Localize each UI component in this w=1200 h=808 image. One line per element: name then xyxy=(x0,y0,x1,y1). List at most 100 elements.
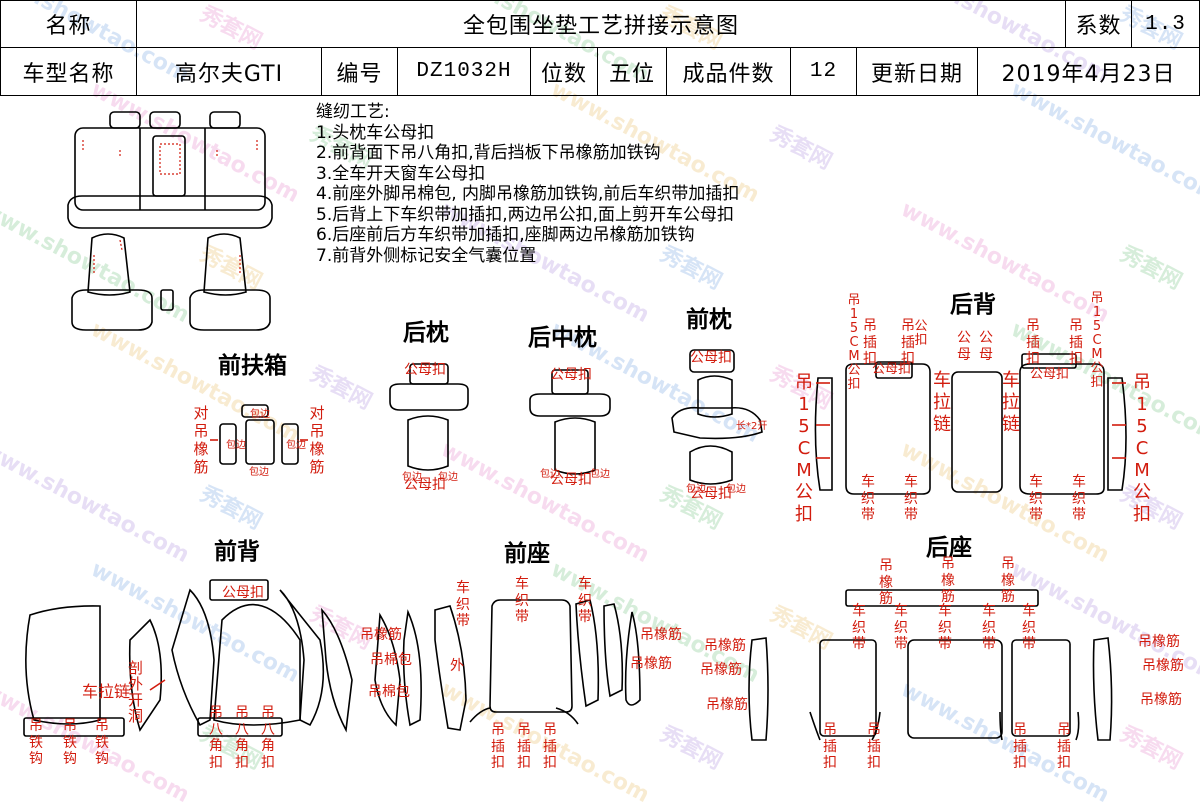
date-label: 更新日期 xyxy=(856,47,978,96)
rear-mid-pillow-pieces xyxy=(529,369,611,475)
header-table: 名称 全包围坐垫工艺拼接示意图 系数 1.3 车型名称 高尔夫GTI 编号 DZ… xyxy=(0,0,1200,96)
annotation-edging: 包边 xyxy=(286,440,306,451)
note-item: 5.后背上下车织带加插扣,两边吊公扣,面上剪开车公母扣 xyxy=(316,204,735,225)
date-value: 2019年4月23日 xyxy=(977,47,1200,96)
annotation-snap: 公母扣 xyxy=(1030,367,1070,382)
annotation-webbing: 车织带 xyxy=(861,474,875,523)
sewing-notes: 缝纫工艺: 1.头枕车公母扣 2.前背面下吊八角扣,背后挡板下吊橡筋加铁钩 3.… xyxy=(316,102,739,266)
annotation-snap: 公母扣 xyxy=(404,362,446,378)
annotation-elastic: 吊橡筋 xyxy=(941,556,955,605)
annotation-elastic: 吊橡筋 xyxy=(1142,658,1184,674)
annotation-webbing: 车织带 xyxy=(894,603,908,652)
annotation-edging: 包边 xyxy=(226,440,246,451)
annotation-octagon-clip: 吊八角扣 xyxy=(209,705,223,771)
annotation-hang-buckle: 吊插扣 xyxy=(517,722,531,771)
annotation-zipper: 车拉链 xyxy=(933,370,951,435)
note-item: 6.后座前后方车织带加插扣,座脚两边吊橡筋加铁钩 xyxy=(316,225,695,245)
annotation-edging: 包边 xyxy=(402,472,422,483)
annotation-edging: 包边 xyxy=(686,484,706,495)
seat-overview-illustration xyxy=(67,111,273,331)
annotation-elastic: 吊橡筋 xyxy=(706,697,748,713)
armrest-pieces xyxy=(219,404,299,465)
annotation-zipper: 车拉链 xyxy=(82,682,131,701)
note-item: 1.头枕车公母扣 xyxy=(316,122,435,143)
annotation-elastic: 吊橡筋 xyxy=(1140,692,1182,708)
annotation-hook: 吊铁钩 xyxy=(29,718,43,767)
annotation-elastic: 吊橡筋 xyxy=(1138,634,1180,650)
annotation-slit: 长*2开 xyxy=(736,421,768,432)
section-title-rear-back: 后背 xyxy=(950,292,996,318)
annotation-hang-buckle: 吊插扣 xyxy=(1026,318,1040,367)
coefficient-label: 系数 xyxy=(1065,0,1132,48)
annotation-hook: 吊铁钩 xyxy=(95,718,109,767)
annotation-elastic: 吊橡筋 xyxy=(879,558,893,607)
annotation-hang-buckle: 吊插扣 xyxy=(867,722,881,771)
rear-seat-pieces xyxy=(748,589,1113,741)
annotation-hang-buckle: 吊插扣 xyxy=(1013,722,1027,771)
annotation-webbing: 车织带 xyxy=(1022,603,1036,652)
annotation-elastic-pair: 对吊橡筋 xyxy=(193,404,209,476)
annotation-snap: 公母扣 xyxy=(550,367,592,383)
annotation-hang-buckle: 吊插扣 xyxy=(863,318,877,367)
annotation-cotton-pad: 吊棉包 xyxy=(370,652,412,668)
annotation-hang-snap: 吊15CM公扣 xyxy=(1090,291,1104,390)
annotation-snap: 公扣 xyxy=(914,319,928,348)
model-value: 高尔夫GTI xyxy=(136,47,322,96)
annotation-snap: 公母扣 xyxy=(222,585,264,601)
seats-value: 五位 xyxy=(597,47,667,96)
notes-heading: 缝纫工艺: xyxy=(316,102,390,122)
annotation-cotton-pad: 吊棉包 xyxy=(368,684,410,700)
annotation-elastic-pair: 对吊橡筋 xyxy=(309,404,325,476)
note-item: 2.前背面下吊八角扣,背后挡板下吊橡筋加铁钩 xyxy=(316,143,661,163)
annotation-snap: 公母扣 xyxy=(872,362,912,377)
annotation-webbing: 车织带 xyxy=(515,576,529,625)
note-item: 4.前座外脚吊棉包, 内脚吊橡筋加铁钩,前后车织带加插扣 xyxy=(316,184,740,204)
annotation-webbing: 车织带 xyxy=(578,576,592,625)
annotation-snap-pair: 公母 xyxy=(979,330,993,363)
annotation-elastic: 吊橡筋 xyxy=(640,627,682,643)
rear-back-arrows xyxy=(816,382,1126,459)
section-title-rear-pillow: 后枕 xyxy=(403,320,449,346)
annotation-edging: 包边 xyxy=(726,484,746,495)
section-title-armrest: 前扶箱 xyxy=(218,353,287,379)
annotation-hang-buckle: 吊插扣 xyxy=(491,722,505,771)
front-pillow-pieces xyxy=(671,349,763,485)
annotation-edging: 包边 xyxy=(249,467,269,478)
section-title-front-back: 前背 xyxy=(214,539,260,565)
annotation-webbing: 车织带 xyxy=(1029,474,1043,523)
annotation-hang-buckle: 吊插扣 xyxy=(1057,722,1071,771)
annotation-hang-snap-large: 吊15CM公扣 xyxy=(1133,372,1151,525)
annotation-webbing: 车织带 xyxy=(982,603,996,652)
annotation-octagon-clip: 吊八角扣 xyxy=(261,705,275,771)
annotation-snap: 公母扣 xyxy=(690,486,732,502)
front-back-pieces xyxy=(23,579,353,737)
note-item: 7.前背外侧标记安全气囊位置 xyxy=(316,245,537,266)
section-title-rear-seat: 后座 xyxy=(926,535,972,561)
annotation-hang-snap-large: 吊15CM公扣 xyxy=(795,372,813,525)
annotation-hang-snap: 吊15CM公扣 xyxy=(847,293,861,392)
code-label: 编号 xyxy=(321,47,398,96)
annotation-webbing: 车织带 xyxy=(456,580,470,629)
annotation-snap: 公母扣 xyxy=(550,472,592,488)
annotation-webbing: 车织带 xyxy=(852,603,866,652)
annotation-snap: 公母扣 xyxy=(690,350,732,366)
rear-back-pieces xyxy=(814,353,1127,495)
section-title-front-seat: 前座 xyxy=(504,541,550,567)
annotation-elastic: 吊橡筋 xyxy=(700,662,742,678)
annotation-hang-buckle: 吊插扣 xyxy=(901,318,915,367)
annotation-elastic: 吊橡筋 xyxy=(360,627,402,643)
annotation-elastic: 吊橡筋 xyxy=(704,638,746,654)
annotation-webbing: 车织带 xyxy=(904,474,918,523)
annotation-outer: 外 xyxy=(450,658,464,674)
annotation-edging: 包边 xyxy=(540,469,560,480)
annotation-hook: 吊铁钩 xyxy=(63,718,77,767)
annotation-edging: 包边 xyxy=(250,409,270,420)
rear-pillow-pieces xyxy=(389,363,469,471)
annotation-webbing: 车织带 xyxy=(1072,474,1086,523)
annotation-cut-hole: 剖外开洞 xyxy=(128,659,144,725)
annotation-edging: 包边 xyxy=(438,472,458,483)
section-title-front-pillow: 前枕 xyxy=(686,307,732,333)
annotation-zipper: 车拉链 xyxy=(1002,370,1020,435)
front-back-arrows xyxy=(149,679,166,691)
